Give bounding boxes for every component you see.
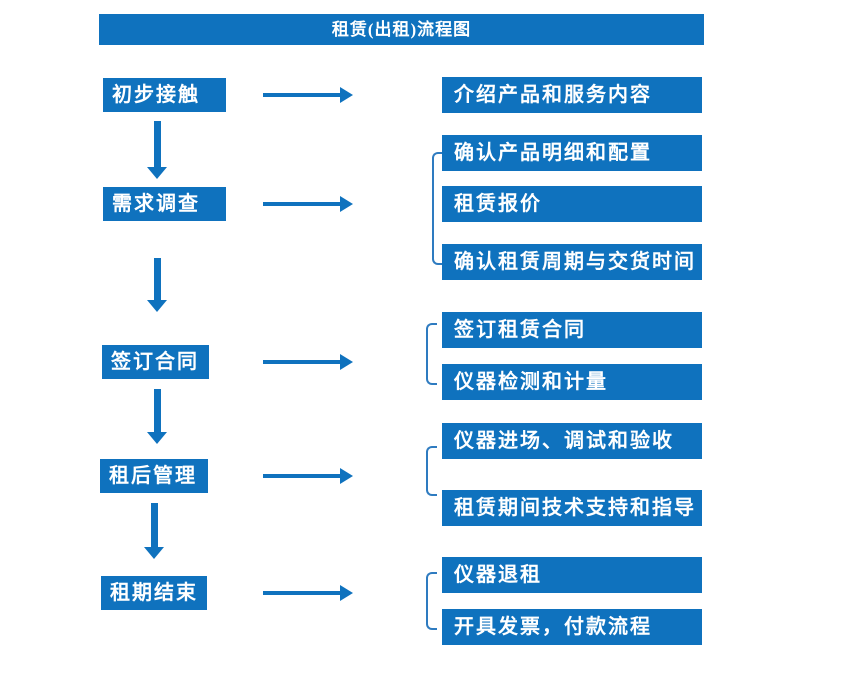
arrow-right-icon <box>263 585 353 601</box>
arrow-down-icon <box>147 121 167 179</box>
step-box-initial-contact: 初步接触 <box>103 78 226 112</box>
output-box: 租赁报价 <box>442 186 702 222</box>
arrow-right-icon <box>263 87 353 103</box>
step-box-sign-contract: 签订合同 <box>102 345 209 379</box>
bracket-connector <box>432 152 443 265</box>
arrow-down-icon <box>144 503 164 559</box>
output-box: 仪器检测和计量 <box>442 364 702 400</box>
output-box: 租赁期间技术支持和指导 <box>442 490 702 526</box>
step-box-demand-survey: 需求调查 <box>103 187 226 221</box>
arrow-right-icon <box>263 196 353 212</box>
step-box-lease-end: 租期结束 <box>101 576 207 610</box>
output-box: 仪器退租 <box>442 557 702 593</box>
arrow-down-icon <box>147 258 167 312</box>
output-box: 开具发票，付款流程 <box>442 609 702 645</box>
output-box: 签订租赁合同 <box>442 312 702 348</box>
flowchart-title: 租赁(出租)流程图 <box>99 14 704 45</box>
output-box: 确认租赁周期与交货时间 <box>442 244 702 280</box>
output-box: 介绍产品和服务内容 <box>442 77 702 113</box>
output-box: 仪器进场、调试和验收 <box>442 423 702 459</box>
arrow-right-icon <box>263 354 353 370</box>
output-box: 确认产品明细和配置 <box>442 135 702 171</box>
bracket-connector <box>426 323 437 385</box>
arrow-right-icon <box>263 468 353 484</box>
arrow-down-icon <box>147 389 167 444</box>
bracket-connector <box>426 572 437 630</box>
bracket-connector <box>426 446 437 496</box>
step-box-post-rental-management: 租后管理 <box>100 459 208 493</box>
